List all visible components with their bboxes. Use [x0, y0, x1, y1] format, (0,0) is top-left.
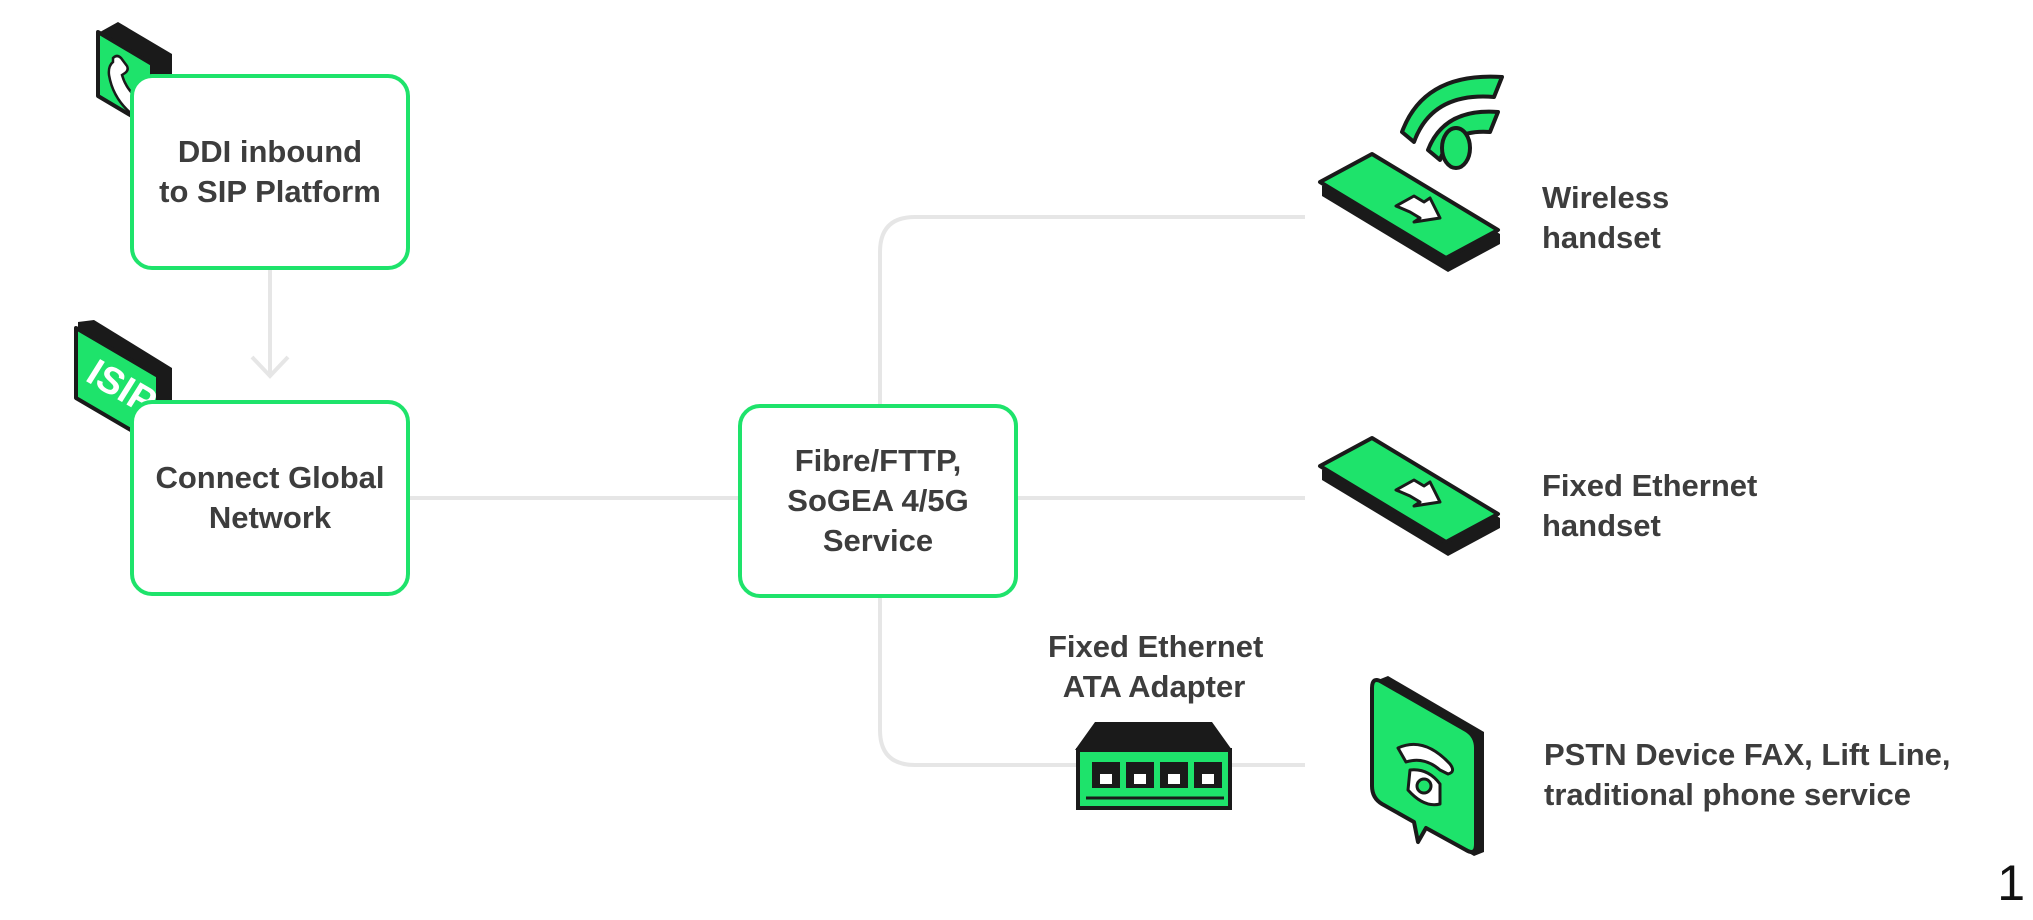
node-ddi-inbound: DDI inbound to SIP Platform [130, 74, 410, 270]
ata-adapter-icon [1075, 722, 1232, 810]
wireless-handset-icon [1318, 152, 1500, 272]
label-fixed-ethernet-line-1: Fixed Ethernet [1542, 468, 1758, 503]
ethernet-handset-icon [1318, 436, 1500, 556]
arrow-head-down [250, 355, 290, 379]
label-pstn-line-2: traditional phone service [1544, 777, 1911, 812]
node-connect-global-network: Connect Global Network [130, 400, 410, 596]
label-pstn-line-1: PSTN Device FAX, Lift Line, [1544, 737, 1951, 772]
label-ata-line-1: Fixed Ethernet [1048, 629, 1264, 664]
node-ddi-line-2: to SIP Platform [159, 174, 381, 209]
node-connect-line-2: Network [208, 500, 332, 535]
node-fibre-line-3: Service [822, 523, 934, 558]
node-fibre-line-2: SoGEA 4/5G [787, 483, 969, 518]
connector-fibre-to-pstn [878, 598, 1305, 767]
node-connect-line-1: Connect Global [155, 460, 385, 495]
connector-lines [250, 215, 1305, 767]
label-fixed-ethernet-handset: Fixed Ethernet handset [1542, 466, 1757, 546]
label-wireless-line-1: Wireless [1542, 180, 1670, 215]
label-wireless-handset: Wireless handset [1542, 178, 1669, 258]
label-ata-line-2: ATA Adapter [1062, 669, 1246, 704]
wifi-icon [1400, 74, 1504, 170]
connector-fibre-to-wireless [878, 215, 1305, 404]
page-number: 1 [1997, 855, 2025, 911]
node-fibre-line-1: Fibre/FTTP, [794, 443, 962, 478]
label-wireless-line-2: handset [1542, 220, 1661, 255]
node-ddi-line-1: DDI inbound [177, 134, 363, 169]
node-fibre-service: Fibre/FTTP, SoGEA 4/5G Service [738, 404, 1018, 598]
label-ata-adapter: Fixed Ethernet ATA Adapter [1048, 627, 1264, 707]
label-fixed-ethernet-line-2: handset [1542, 508, 1661, 543]
pstn-phone-icon [1370, 676, 1484, 856]
label-pstn-device: PSTN Device FAX, Lift Line, traditional … [1544, 735, 1951, 815]
